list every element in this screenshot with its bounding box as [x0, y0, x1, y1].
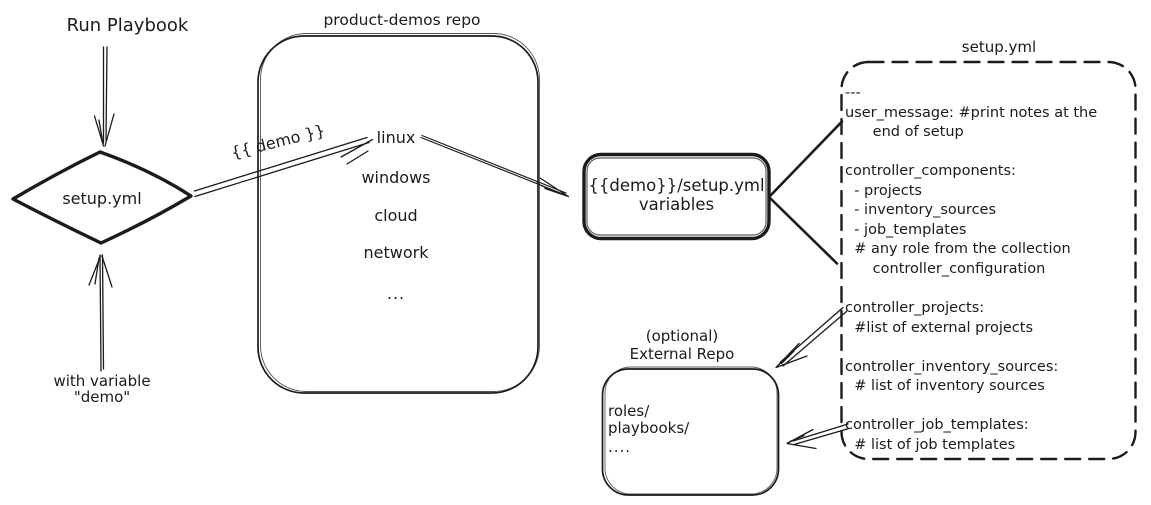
external-repo-title-line2: External Repo: [629, 344, 735, 363]
variables-box-label: {{demo}}/setup.yml variables: [586, 176, 767, 214]
setup-yml-diamond: [11, 150, 193, 245]
repo-item-ellipsis: ...: [386, 284, 406, 303]
yaml-line: controller_inventory_sources:: [845, 358, 1059, 375]
yaml-line: - job_templates: [845, 221, 967, 238]
external-repo-line-roles: roles/: [608, 402, 650, 420]
yaml-line: # list of inventory sources: [845, 378, 1045, 395]
repo-item-network: network: [363, 243, 429, 262]
yaml-line: ---: [845, 85, 861, 101]
yaml-line: [845, 143, 1137, 163]
yaml-line: controller_projects:: [845, 300, 985, 317]
yaml-line: controller_components:: [845, 163, 1016, 180]
variables-to-setup-fan-upper: [769, 120, 844, 197]
external-repo-title-line1: (optional): [645, 327, 719, 345]
yaml-line: [845, 338, 1137, 358]
setup-to-external-arrow-projects-head-icon: [775, 342, 808, 369]
setup-yml-title: setup.yml: [961, 38, 1037, 56]
yaml-line: [845, 397, 1137, 417]
yaml-line: # any role from the collection: [845, 241, 1071, 258]
setup-to-external-arrow-projects: [779, 306, 848, 367]
repo-item-cloud: cloud: [374, 206, 418, 225]
variables-box-line2: variables: [638, 195, 715, 214]
yaml-line: #list of external projects: [845, 319, 1034, 336]
product-demos-repo-title: product-demos repo: [323, 11, 481, 29]
product-demos-repo-box-sketch: [260, 33, 540, 392]
run-playbook-arrow: [102, 46, 108, 144]
with-variable-line2: "demo": [73, 387, 131, 406]
external-repo-title: (optional) External Repo: [612, 327, 752, 363]
run-playbook-label: Run Playbook: [66, 15, 189, 36]
yaml-line: - projects: [845, 182, 922, 199]
variables-to-setup-fan-lower: [769, 197, 839, 265]
with-variable-arrow: [99, 254, 105, 372]
setup-to-external-arrow-job-templates: [792, 423, 850, 446]
with-variable-line1: with variable: [53, 372, 151, 390]
variables-box-line1: {{demo}}/setup.yml: [588, 176, 765, 195]
repo-item-linux: linux: [376, 128, 416, 147]
repo-item-windows: windows: [361, 168, 431, 187]
yaml-line: controller_configuration: [845, 260, 1046, 277]
with-variable-label: with variable "demo": [27, 372, 177, 406]
linux-to-variables-arrowhead-icon: [535, 177, 570, 198]
demo-template-arrowhead-icon: [340, 138, 374, 165]
yaml-line: [845, 279, 1137, 299]
with-variable-arrowhead-icon: [88, 255, 113, 288]
external-repo-line-playbooks: playbooks/: [608, 419, 690, 437]
external-repo-box-sketch: [604, 366, 778, 495]
setup-yml-dashed-box: [840, 60, 1137, 461]
yaml-line: user_message: #print notes at the: [845, 104, 1098, 121]
setup-yml-content: --- user_message: #print notes at the en…: [845, 84, 1137, 455]
variables-box-sketch: [586, 157, 767, 236]
product-demos-repo-box: [257, 35, 539, 394]
yaml-line: controller_job_templates:: [845, 417, 1029, 434]
yaml-line: # list of job templates: [845, 436, 1016, 453]
external-repo-line-ellipsis: ....: [608, 438, 632, 456]
external-repo-box: [601, 368, 780, 496]
variables-box: [582, 152, 771, 241]
demo-template-arrow: [193, 136, 370, 198]
setup-yml-diamond-label: setup.yml: [62, 189, 142, 208]
run-playbook-arrowhead-icon: [93, 113, 115, 147]
yaml-line: end of setup: [845, 124, 964, 141]
yaml-line: - inventory_sources: [845, 202, 997, 219]
setup-to-external-arrow-job-templates-head-icon: [786, 428, 817, 450]
